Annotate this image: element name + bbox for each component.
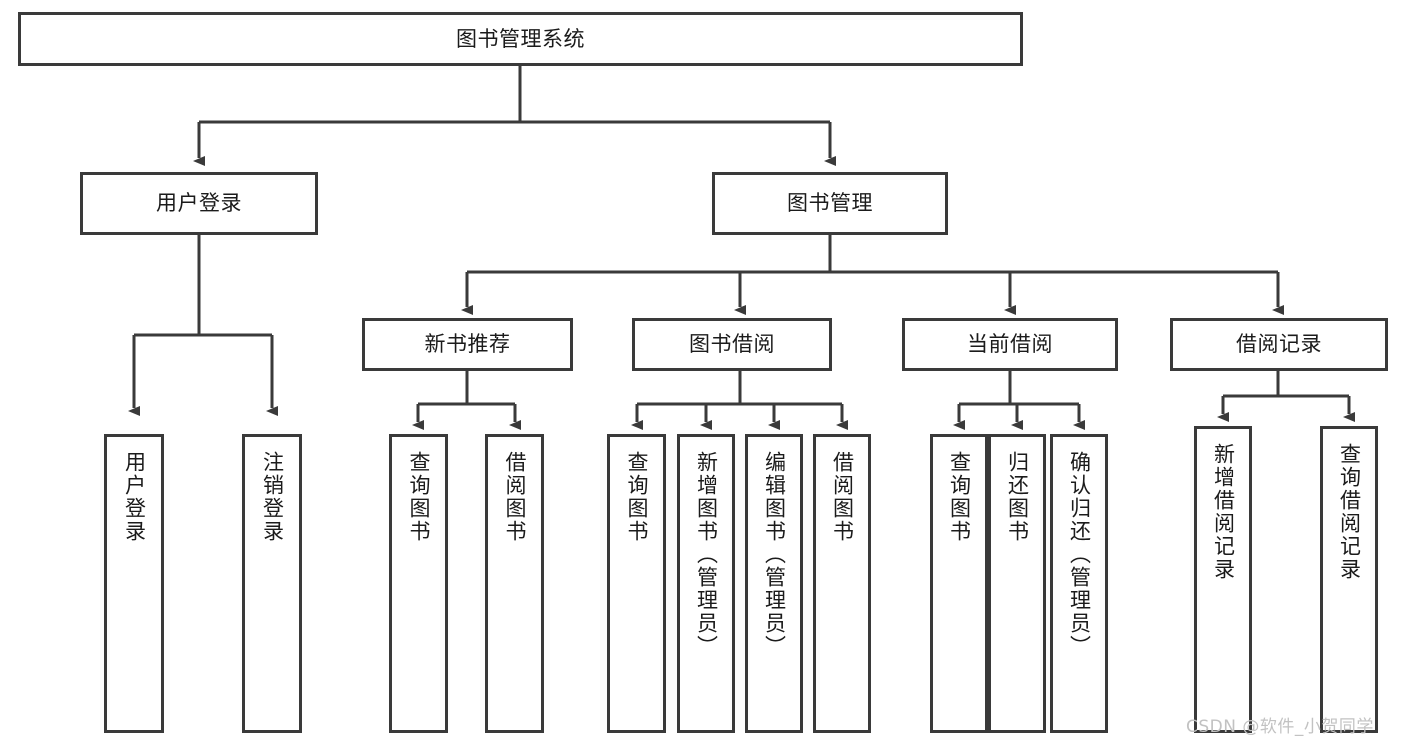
node-leaf-user-login[interactable]: 用户登录 <box>104 434 164 733</box>
node-leaf-add-record[interactable]: 新增借阅记录 <box>1194 426 1252 733</box>
node-current-borrow[interactable]: 当前借阅 <box>902 318 1118 371</box>
node-leaf-borrow-book-1[interactable]: 借阅图书 <box>485 434 544 733</box>
node-borrow-record-label: 借阅记录 <box>1236 332 1322 357</box>
node-leaf-add-record-label: 新增借阅记录 <box>1211 443 1236 581</box>
node-leaf-borrow-book-1-label: 借阅图书 <box>502 451 527 543</box>
node-leaf-query-book-3-label: 查询图书 <box>947 451 972 543</box>
node-user-login-label: 用户登录 <box>156 191 242 216</box>
node-leaf-edit-book[interactable]: 编辑图书（管理员） <box>745 434 803 733</box>
node-root-label: 图书管理系统 <box>456 26 585 51</box>
node-leaf-query-record-label: 查询借阅记录 <box>1337 443 1362 581</box>
csdn-watermark: CSDN @软件_小贺同学 <box>1186 717 1374 737</box>
node-leaf-query-book-1[interactable]: 查询图书 <box>389 434 448 733</box>
node-leaf-return-book[interactable]: 归还图书 <box>988 434 1046 733</box>
node-current-borrow-label: 当前借阅 <box>967 332 1053 357</box>
node-leaf-borrow-book-2[interactable]: 借阅图书 <box>813 434 871 733</box>
node-leaf-query-book-2[interactable]: 查询图书 <box>607 434 666 733</box>
node-leaf-query-record[interactable]: 查询借阅记录 <box>1320 426 1378 733</box>
node-leaf-add-book-label: 新增图书（管理员） <box>694 451 719 658</box>
node-borrow-record[interactable]: 借阅记录 <box>1170 318 1388 371</box>
node-book-borrow[interactable]: 图书借阅 <box>632 318 832 371</box>
node-leaf-borrow-book-2-label: 借阅图书 <box>830 451 855 543</box>
node-book-management-label: 图书管理 <box>787 191 873 216</box>
node-book-management[interactable]: 图书管理 <box>712 172 948 235</box>
node-leaf-query-book-1-label: 查询图书 <box>406 451 431 543</box>
node-leaf-logout-login-label: 注销登录 <box>260 451 285 543</box>
node-leaf-user-login-label: 用户登录 <box>122 451 147 543</box>
node-leaf-confirm-return[interactable]: 确认归还（管理员） <box>1050 434 1108 733</box>
node-leaf-edit-book-label: 编辑图书（管理员） <box>762 451 787 658</box>
node-leaf-logout-login[interactable]: 注销登录 <box>242 434 302 733</box>
node-leaf-query-book-2-label: 查询图书 <box>624 451 649 543</box>
node-user-login[interactable]: 用户登录 <box>80 172 318 235</box>
node-root[interactable]: 图书管理系统 <box>18 12 1023 66</box>
node-book-borrow-label: 图书借阅 <box>689 332 775 357</box>
node-leaf-add-book[interactable]: 新增图书（管理员） <box>677 434 735 733</box>
node-leaf-return-book-label: 归还图书 <box>1005 451 1030 543</box>
node-leaf-query-book-3[interactable]: 查询图书 <box>930 434 988 733</box>
node-new-book-recommend-label: 新书推荐 <box>424 332 511 357</box>
node-leaf-confirm-return-label: 确认归还（管理员） <box>1067 451 1092 658</box>
node-new-book-recommend[interactable]: 新书推荐 <box>362 318 573 371</box>
